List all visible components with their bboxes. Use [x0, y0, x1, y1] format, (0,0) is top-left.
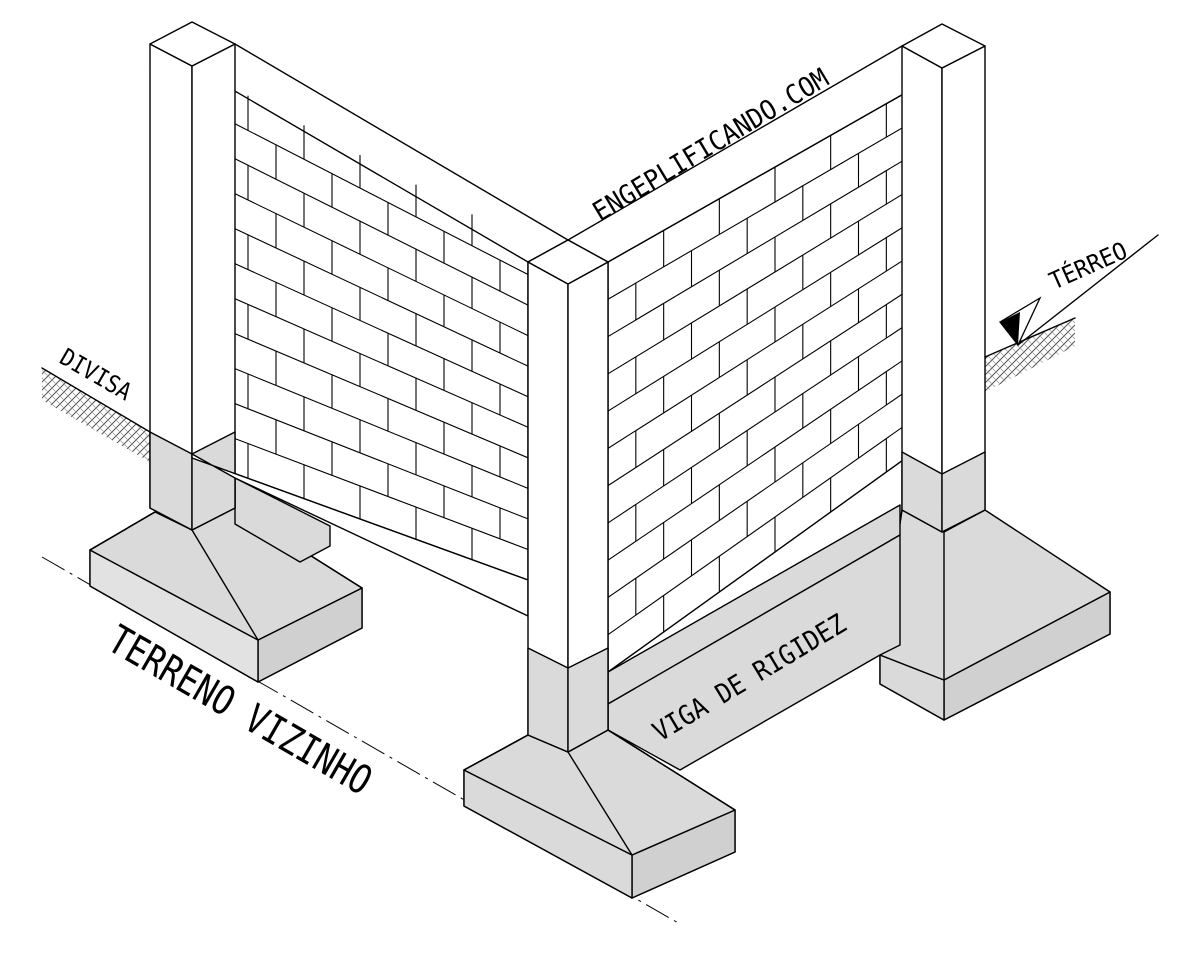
left-beam: [234, 477, 331, 563]
right-column: [901, 23, 986, 533]
left-wall-bricks: [191, 95, 529, 560]
soil-hatch-left: [42, 368, 150, 462]
terreo-label: TÉRREO: [1045, 236, 1132, 296]
level-marker: [999, 234, 1159, 347]
right-footing: [879, 509, 1111, 721]
grade-beam: [607, 504, 901, 771]
left-column: [149, 21, 236, 531]
ground-line-left: [41, 367, 151, 433]
soil-hatch-right: [985, 318, 1075, 392]
left-wall-bottom-band: [191, 453, 529, 617]
right-wall-bricks: [607, 103, 943, 636]
center-footing: [463, 729, 736, 899]
left-footing: [89, 507, 363, 683]
ground-line-right: [984, 317, 1076, 358]
center-column: [527, 239, 609, 753]
